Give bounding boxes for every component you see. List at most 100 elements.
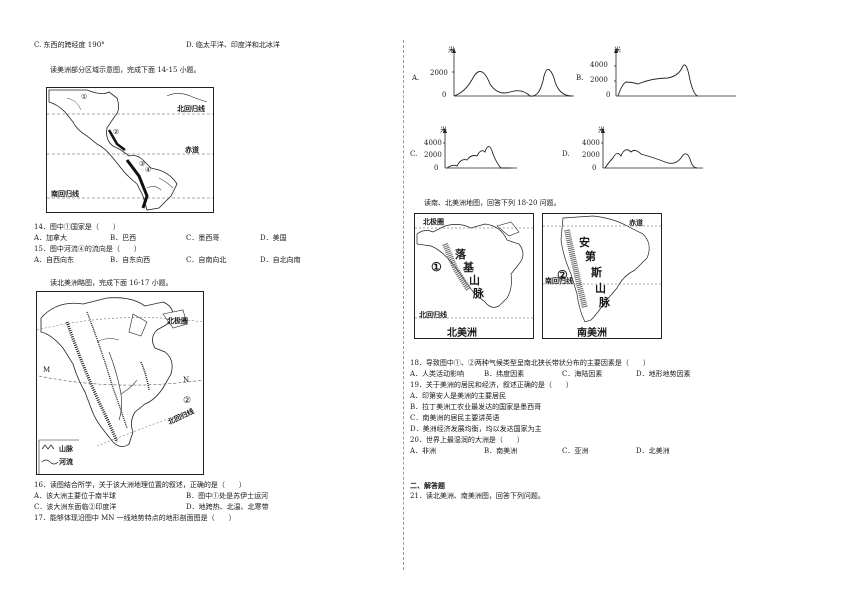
sa-equator-label: 赤道	[629, 218, 643, 227]
profile-c-graph	[443, 128, 517, 169]
map2-m-label: M	[43, 366, 51, 374]
q15-option-d: D．自北向南	[260, 256, 301, 264]
map2-label-2: ②	[183, 396, 192, 406]
north-america-map: 北极圈 M N ② 北回归线 山脉 河流	[36, 291, 204, 475]
q19-option-c: C．南美洲的居民主要讲英语	[410, 414, 500, 422]
q19-option-a: A．印第安人是美洲的主要居民	[410, 392, 507, 400]
q13-option-c: C. 东西的跨经度 190°	[34, 41, 105, 49]
q18-option-c: C．海陆因素	[562, 370, 603, 378]
profile-b-letter: B.	[576, 74, 584, 82]
map1-equator-label: 赤道	[185, 145, 199, 154]
q20-option-c: C．亚洲	[562, 447, 589, 455]
north-america-map-drawing	[37, 297, 203, 474]
rocky-char-1: 落	[455, 248, 466, 261]
question-20: 20．世界上最湿润的大洲是（ ）	[410, 436, 524, 444]
question-14: 14．图中①国家是（ ）	[34, 223, 120, 231]
profile-a-letter: A.	[412, 74, 420, 82]
profile-d-tick-0: 0	[592, 164, 597, 172]
na-climate-map: 北极圈 落 基 山 脉 ① 北回归线 北美洲	[414, 213, 534, 339]
andes-char-3: 斯	[591, 266, 602, 279]
q20-option-d: D．北美洲	[636, 447, 670, 455]
q14-option-c: C．墨西哥	[186, 234, 220, 242]
q18-option-b: B．纬度因素	[484, 370, 525, 378]
na-tropic-label: 北回归线	[419, 310, 447, 319]
q15-option-b: B．自东向西	[110, 256, 151, 264]
sa-climate-map-drawing	[543, 215, 661, 323]
map1-label-4: ④	[145, 166, 152, 174]
section-answer-heading: 二、解答题	[410, 481, 445, 490]
sa-caption: 南美洲	[577, 328, 607, 339]
question-18: 18．导致图中①、②两种气候类型呈南北狭长带状分布的主要因素是（ ）	[410, 359, 650, 367]
q15-option-a: A．自西向东	[34, 256, 75, 264]
q18-option-d: D．地形地势因素	[636, 370, 691, 378]
na-climate-map-drawing	[415, 221, 533, 319]
sa-tropic-label: 南回归线	[545, 276, 573, 285]
q16-option-c: C．该大洲东面临②印度洋	[34, 503, 117, 511]
profile-d-graph	[601, 128, 703, 169]
map1-south-tropic-label: 南回归线	[51, 189, 79, 198]
rocky-char-3: 山	[469, 274, 480, 287]
q15-option-c: C．自南向北	[186, 256, 227, 264]
rocky-char-2: 基	[463, 261, 474, 274]
map1-label-1: ①	[81, 93, 88, 101]
question-17: 17．能够体现沿图中 MN 一线地势特点的地形剖面图是（ ）	[34, 514, 236, 522]
andes-char-5: 脉	[599, 296, 610, 309]
na-caption: 北美洲	[447, 328, 477, 339]
q20-option-b: B．南美洲	[484, 447, 518, 455]
profile-c-tick-0: 0	[434, 164, 439, 172]
profile-c-letter: C.	[410, 150, 418, 158]
q14-option-a: A．加拿大	[34, 234, 68, 242]
q18-option-a: A．人类活动影响	[410, 370, 465, 378]
rocky-char-4: 脉	[473, 287, 484, 300]
profile-d-tick-4000: 4000	[582, 139, 600, 147]
q14-option-d: D．美国	[260, 234, 287, 242]
profile-c-unit: 米	[440, 126, 447, 134]
map1-north-tropic-label: 北回归线	[177, 104, 205, 113]
map1-label-3: ③	[139, 160, 146, 168]
q19-option-d: D．美洲经济发展均衡，均以发达国家为主	[410, 425, 542, 433]
intro-14-15: 读美洲部分区域示意图，完成下面 14-15 小题。	[50, 66, 201, 74]
question-21: 21．读北美洲、南美洲图，回答下列问题。	[410, 492, 545, 500]
q19-option-b: B．拉丁美洲工农业最发达的国家是墨西哥	[410, 403, 542, 411]
profile-b-unit: 米	[614, 46, 621, 54]
sa-climate-map: 赤道 安 第 斯 山 脉 ② 南回归线 南美洲	[542, 213, 662, 339]
profile-d-letter: D.	[562, 150, 570, 158]
profile-a-graph	[452, 48, 574, 97]
q16-option-b: B．图中①处是苏伊士运河	[186, 492, 269, 500]
profile-a-unit: 米	[448, 46, 455, 54]
andes-char-2: 第	[585, 250, 596, 263]
profile-b-tick-2000: 2000	[590, 76, 608, 84]
profile-c-tick-4000: 4000	[424, 139, 442, 147]
legend-mountain-label: 山脉	[59, 444, 73, 453]
na-arctic-label: 北极圈	[423, 217, 444, 226]
question-15: 15．图中河流④的流向是（ ）	[34, 245, 141, 253]
na-climate-label-1: ①	[431, 260, 442, 274]
map2-n-label: N	[183, 376, 190, 384]
andes-char-1: 安	[579, 236, 590, 249]
map1-label-2: ②	[113, 128, 120, 136]
profile-b-graph	[614, 48, 736, 97]
andes-char-4: 山	[595, 282, 606, 295]
profile-c-tick-2000: 2000	[424, 151, 442, 159]
q13-option-d: D. 临太平洋、印度洋和北冰洋	[186, 41, 280, 49]
americas-region-map: ① ② ③ ④ 北回归线 赤道 南回归线	[46, 87, 214, 213]
intro-16-17: 读北美洲略图，完成下面 16-17 小题。	[50, 279, 173, 287]
intro-18-20: 读南、北美洲地图，回答下列 18-20 问题。	[424, 199, 561, 207]
americas-map-drawing	[47, 89, 213, 211]
column-divider	[403, 40, 404, 570]
q20-option-a: A．非洲	[410, 447, 437, 455]
profile-d-tick-2000: 2000	[582, 151, 600, 159]
q16-option-d: D．地跨热、北温、北寒带	[186, 503, 269, 511]
profile-b-tick-0: 0	[606, 91, 611, 99]
profile-d-unit: 米	[598, 126, 605, 134]
q16-option-a: A．该大洲主要位于南半球	[34, 492, 117, 500]
q14-option-b: B．巴西	[110, 234, 137, 242]
profile-a-tick-2000: 2000	[430, 69, 448, 77]
question-16: 16．读图结合所学，关于该大洲地理位置的叙述，正确的是（ ）	[34, 481, 246, 489]
profile-b-tick-4000: 4000	[590, 61, 608, 69]
map2-arctic-label: 北极圈	[167, 316, 188, 325]
question-19: 19．关于美洲的居民和经济，叙述正确的是（ ）	[410, 381, 573, 389]
legend-river-label: 河流	[59, 457, 73, 466]
profile-a-tick-0: 0	[442, 91, 447, 99]
sa-climate-label-2: ②	[557, 268, 568, 282]
